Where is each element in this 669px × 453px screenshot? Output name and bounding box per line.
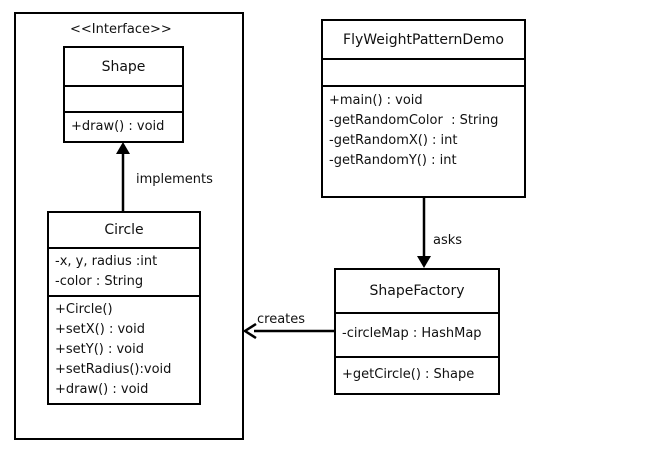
circle-attributes-section: -x, y, radius :int -color : String [49, 247, 199, 295]
factory-attributes-section: -circleMap : HashMap [336, 312, 498, 356]
asks-label: asks [433, 233, 463, 248]
implements-label: implements [136, 172, 213, 187]
demo-method: -getRandomColor : String [329, 113, 499, 128]
interface-stereotype: <<Interface>> [70, 22, 172, 37]
interface-group-frame [14, 12, 244, 440]
factory-attribute: -circleMap : HashMap [342, 326, 482, 341]
shape-attributes-section [65, 85, 182, 111]
factory-methods-section: +getCircle() : Shape [336, 356, 498, 393]
demo-methods-section: +main() : void -getRandomColor : String … [323, 85, 524, 196]
shape-interface-box: Shape +draw() : void [63, 46, 184, 143]
factory-class-name: ShapeFactory [369, 283, 465, 299]
demo-class-name: FlyWeightPatternDemo [343, 31, 504, 48]
demo-method: -getRandomY() : int [329, 153, 457, 168]
circle-method: +setY() : void [55, 342, 145, 357]
demo-class-box: FlyWeightPatternDemo +main() : void -get… [321, 19, 526, 198]
circle-class-name: Circle [104, 222, 144, 238]
circle-attribute: -color : String [55, 274, 144, 289]
factory-method: +getCircle() : Shape [342, 367, 475, 382]
creates-arrowhead [242, 322, 257, 340]
circle-method: +setRadius():void [55, 362, 172, 377]
circle-method: +draw() : void [55, 382, 149, 397]
circle-method: +setX() : void [55, 322, 145, 337]
factory-class-box: ShapeFactory -circleMap : HashMap +getCi… [334, 268, 500, 395]
demo-attributes-section [323, 58, 524, 85]
demo-method: +main() : void [329, 93, 423, 108]
demo-method: -getRandomX() : int [329, 133, 458, 148]
circle-class-box: Circle -x, y, radius :int -color : Strin… [47, 211, 201, 405]
shape-method: +draw() : void [71, 119, 165, 134]
circle-methods-section: +Circle() +setX() : void +setY() : void … [49, 295, 199, 403]
circle-attribute: -x, y, radius :int [55, 254, 158, 269]
shape-class-name: Shape [101, 58, 146, 75]
circle-method: +Circle() [55, 302, 113, 317]
creates-label: creates [257, 312, 306, 327]
implements-arrowhead [116, 142, 130, 154]
asks-arrowhead [417, 256, 431, 268]
shape-methods-section: +draw() : void [65, 111, 182, 141]
